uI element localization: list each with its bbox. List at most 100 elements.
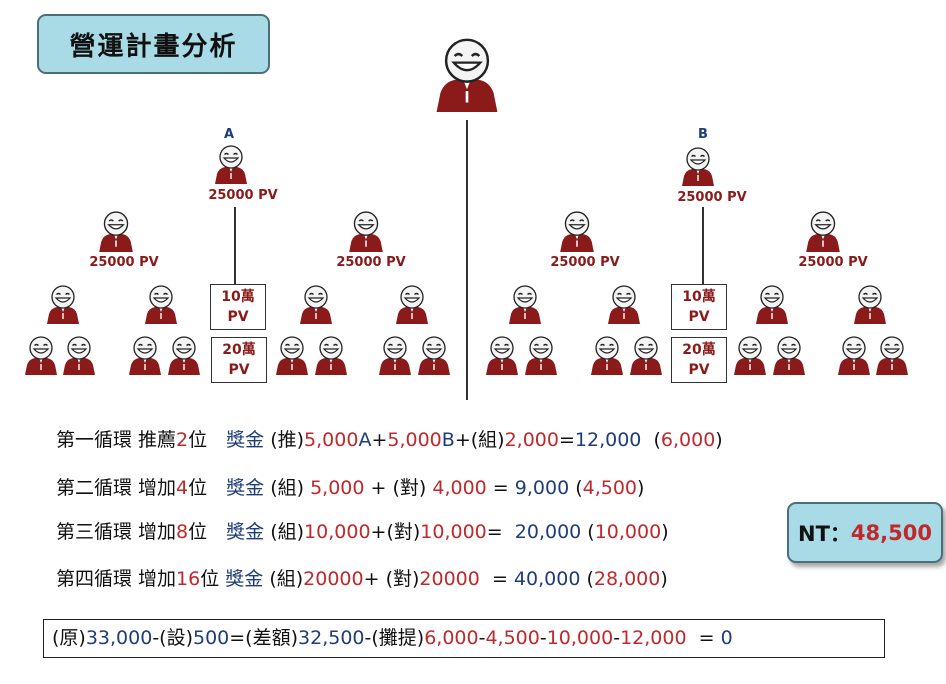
pv-b-right: 25000 PV <box>798 255 868 270</box>
text-segment: +(組) <box>454 429 505 451</box>
person-icon <box>587 335 627 375</box>
pv-box-line2: PV <box>227 309 249 325</box>
connector-b <box>702 207 704 285</box>
text-segment: -(攤提) <box>364 627 425 649</box>
person-icon <box>769 335 809 375</box>
person-icon <box>604 284 644 324</box>
text-segment: = <box>686 627 721 649</box>
connector-a <box>234 207 236 285</box>
nt-value: 48,500 <box>850 520 932 545</box>
text-segment: 4,500 <box>582 477 638 499</box>
person-icon <box>311 335 351 375</box>
text-segment: - <box>539 627 547 649</box>
text-segment: 20,000 <box>514 521 582 543</box>
text-segment: +(對) <box>370 521 421 543</box>
text-segment: 位 <box>188 429 227 451</box>
text-segment: 第二循環 增加 <box>56 477 177 499</box>
pv-box-line2: PV <box>228 362 250 378</box>
text-segment: ) <box>715 429 723 451</box>
pv-a-right: 25000 PV <box>336 255 406 270</box>
pv-box-line1: 10萬 <box>682 289 716 305</box>
text-segment: 4 <box>176 477 189 499</box>
text-segment: = <box>479 568 514 590</box>
text-segment: = <box>486 477 515 499</box>
text-segment: 6,000 <box>660 429 716 451</box>
person-icon <box>272 335 312 375</box>
text-segment: 5,000 <box>310 477 365 499</box>
cycle-row-1: 第一循環 推薦2位 獎金 (推)5,000A+5,000B+(組)2,000=1… <box>56 427 723 453</box>
text-segment: B <box>441 429 455 451</box>
text-segment: + <box>371 429 388 451</box>
text-segment: 20000 <box>303 568 364 590</box>
person-icon <box>414 335 454 375</box>
person-icon <box>211 144 251 184</box>
person-icon <box>43 284 83 324</box>
text-segment: 10,000 <box>420 521 487 543</box>
nt-total-box: NT： 48,500 <box>787 502 943 563</box>
person-icon <box>872 335 912 375</box>
pv-box-line2: PV <box>688 362 710 378</box>
text-segment: = <box>558 429 575 451</box>
person-icon <box>730 335 770 375</box>
pv-b-left: 25000 PV <box>550 255 620 270</box>
text-segment: + (對) <box>364 477 433 499</box>
center-divider <box>466 120 468 400</box>
text-segment: (組) <box>263 568 304 590</box>
text-segment: ) <box>661 521 669 543</box>
pv-box-line1: 20萬 <box>682 342 716 358</box>
text-segment: ) <box>637 477 645 499</box>
pv-box-a-10: 10萬 PV <box>210 284 266 330</box>
text-segment: (組) <box>264 477 311 499</box>
pv-box-b-20: 20萬 PV <box>671 337 727 383</box>
person-icon <box>482 335 522 375</box>
person-icon <box>802 210 844 252</box>
text-segment: 500 <box>193 627 230 649</box>
text-segment: = <box>486 521 515 543</box>
person-icon <box>850 284 890 324</box>
cycle-row-3: 第三循環 增加8位 獎金 (組)10,000+(對)10,000= 20,000… <box>56 519 669 545</box>
cycle-row-2: 第二循環 增加4位 獎金 (組) 5,000 + (對) 4,000 = 9,0… <box>56 475 644 501</box>
text-segment: 8 <box>176 521 189 543</box>
text-segment: =(差額) <box>229 627 299 649</box>
text-segment: - <box>478 627 486 649</box>
label-b: B <box>698 127 708 142</box>
text-segment: ) <box>660 568 668 590</box>
person-icon <box>834 335 874 375</box>
label-a: A <box>223 127 235 142</box>
summary-formula: (原)33,000-(設)500=(差額)32,500-(攤提)6,000-4,… <box>43 619 885 658</box>
text-segment: (推) <box>264 429 305 451</box>
text-segment: 5,000 <box>387 429 442 451</box>
text-segment: 6,000 <box>424 627 479 649</box>
person-icon <box>345 210 387 252</box>
text-segment: 獎金 <box>226 429 265 451</box>
text-segment: 9,000 <box>514 477 570 499</box>
text-segment: - <box>613 627 621 649</box>
pv-a-left: 25000 PV <box>89 255 159 270</box>
person-icon <box>375 335 415 375</box>
text-segment: 獎金 <box>226 477 265 499</box>
text-segment: 12,000 <box>574 429 642 451</box>
person-icon <box>125 335 165 375</box>
person-icon <box>59 335 99 375</box>
text-segment: 位 <box>188 477 227 499</box>
text-segment: 2,000 <box>504 429 559 451</box>
text-segment: 10,000 <box>594 521 662 543</box>
text-segment: 32,500 <box>298 627 365 649</box>
text-segment: 10,000 <box>304 521 371 543</box>
text-segment: + (對) <box>363 568 420 590</box>
text-segment: 4,000 <box>432 477 487 499</box>
person-icon <box>21 335 61 375</box>
text-segment: 10,000 <box>546 627 614 649</box>
person-icon <box>752 284 792 324</box>
text-segment: (組) <box>264 521 305 543</box>
person-icon <box>626 335 666 375</box>
pv-box-line2: PV <box>688 309 710 325</box>
text-segment: 28,000 <box>593 568 661 590</box>
person-icon <box>296 284 336 324</box>
text-segment: 20000 <box>419 568 480 590</box>
text-segment: 第三循環 增加 <box>56 521 177 543</box>
text-segment: 位 <box>200 568 226 590</box>
pv-box-a-20: 20萬 PV <box>211 337 267 383</box>
pv-b-top: 25000 PV <box>677 190 747 205</box>
person-icon <box>392 284 432 324</box>
